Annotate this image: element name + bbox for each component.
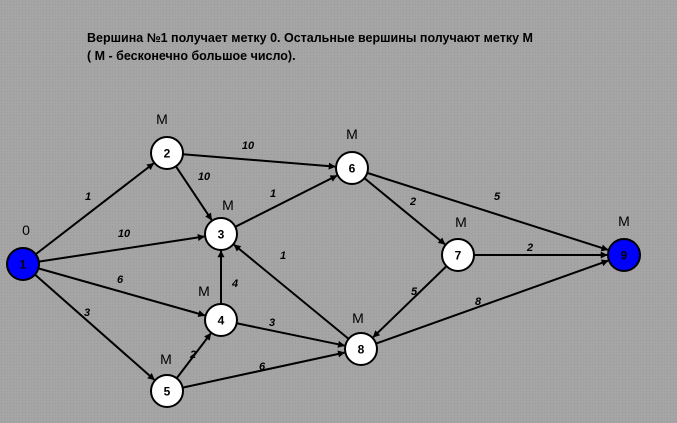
- node-5: 5: [150, 374, 184, 408]
- node-circle-4: [204, 303, 238, 337]
- edge-weight-8-3: 1: [280, 250, 286, 262]
- node-label-3: 3: [218, 228, 225, 242]
- node-7: 7: [441, 238, 475, 272]
- edge-weight-4-3: 4: [231, 278, 238, 290]
- node-mark-4: M: [198, 283, 210, 299]
- edge-weight-1-5: 3: [84, 307, 90, 319]
- node-mark-1: 0: [22, 222, 30, 238]
- edges-layer: [34, 153, 609, 389]
- node-mark-9: M: [618, 213, 630, 229]
- node-circle-8: [344, 332, 378, 366]
- edge-weight-6-9: 5: [494, 191, 501, 203]
- edge-3-6: [234, 174, 338, 228]
- edge-6-7: [363, 177, 446, 245]
- edge-5-8: [182, 350, 346, 389]
- node-label-1: 1: [20, 258, 27, 272]
- edge-weight-7-9: 2: [526, 242, 533, 254]
- edge-1-3: [38, 234, 205, 263]
- edge-1-2: [35, 162, 155, 256]
- edge-1-4: [38, 267, 206, 318]
- node-label-2: 2: [164, 147, 171, 161]
- node-4: 4: [204, 303, 238, 337]
- node-6: 6: [335, 151, 369, 185]
- edge-4-8: [236, 322, 346, 348]
- edge-weight-1-3: 10: [118, 228, 131, 240]
- edge-7-8: [372, 265, 448, 338]
- edge-weight-2-3: 10: [198, 171, 211, 183]
- node-9: 9: [607, 238, 641, 272]
- node-label-7: 7: [455, 249, 462, 263]
- edge-5-4: [175, 332, 212, 379]
- edge-weight-6-7: 2: [409, 196, 416, 208]
- node-mark-7: M: [455, 214, 467, 230]
- edge-weight-5-4: 2: [189, 349, 196, 361]
- edge-8-3: [233, 244, 350, 340]
- node-circle-9: [607, 238, 641, 272]
- edge-weight-7-8: 5: [411, 286, 418, 298]
- node-circle-1: [6, 247, 40, 281]
- node-8: 8: [344, 332, 378, 366]
- node-label-6: 6: [349, 162, 356, 176]
- node-circle-6: [335, 151, 369, 185]
- node-2: 2: [150, 136, 184, 170]
- node-3: 3: [204, 217, 238, 251]
- node-label-8: 8: [358, 343, 365, 357]
- edge-weight-1-4: 6: [117, 274, 124, 286]
- nodes-layer: 1 2 3 4 5 6 7 8 9: [6, 136, 641, 408]
- edge-2-3: [175, 165, 213, 221]
- node-mark-6: M: [346, 126, 358, 142]
- node-label-9: 9: [621, 249, 628, 263]
- node-circle-5: [150, 374, 184, 408]
- edge-2-6: [182, 153, 336, 170]
- node-circle-2: [150, 136, 184, 170]
- edge-weight-4-8: 3: [269, 317, 275, 329]
- caption-line-2: ( М - бесконечно большое число).: [87, 49, 296, 63]
- edge-weight-2-6: 10: [242, 140, 255, 152]
- node-mark-2: M: [156, 111, 168, 127]
- edge-8-9: [375, 259, 609, 345]
- edge-weight-3-6: 1: [270, 188, 276, 200]
- node-mark-8: M: [352, 310, 364, 326]
- node-label-5: 5: [164, 385, 171, 399]
- edge-weight-8-9: 8: [475, 296, 482, 308]
- edge-1-5: [34, 273, 155, 381]
- node-mark-3: M: [222, 197, 234, 213]
- node-mark-5: M: [160, 351, 172, 367]
- node-circle-3: [204, 217, 238, 251]
- node-1: 1: [6, 247, 40, 281]
- caption-line-1: Вершина №1 получает метку 0. Остальные в…: [87, 31, 533, 45]
- edge-6-9: [366, 171, 609, 252]
- edge-weights-layer: 1 10 6 3 10 10 1 4 3 2 6 2 5 2 5 1 8: [84, 140, 533, 373]
- edge-weight-1-2: 1: [85, 191, 91, 203]
- edge-weight-5-8: 6: [259, 361, 266, 373]
- node-label-4: 4: [218, 314, 225, 328]
- node-circle-7: [441, 238, 475, 272]
